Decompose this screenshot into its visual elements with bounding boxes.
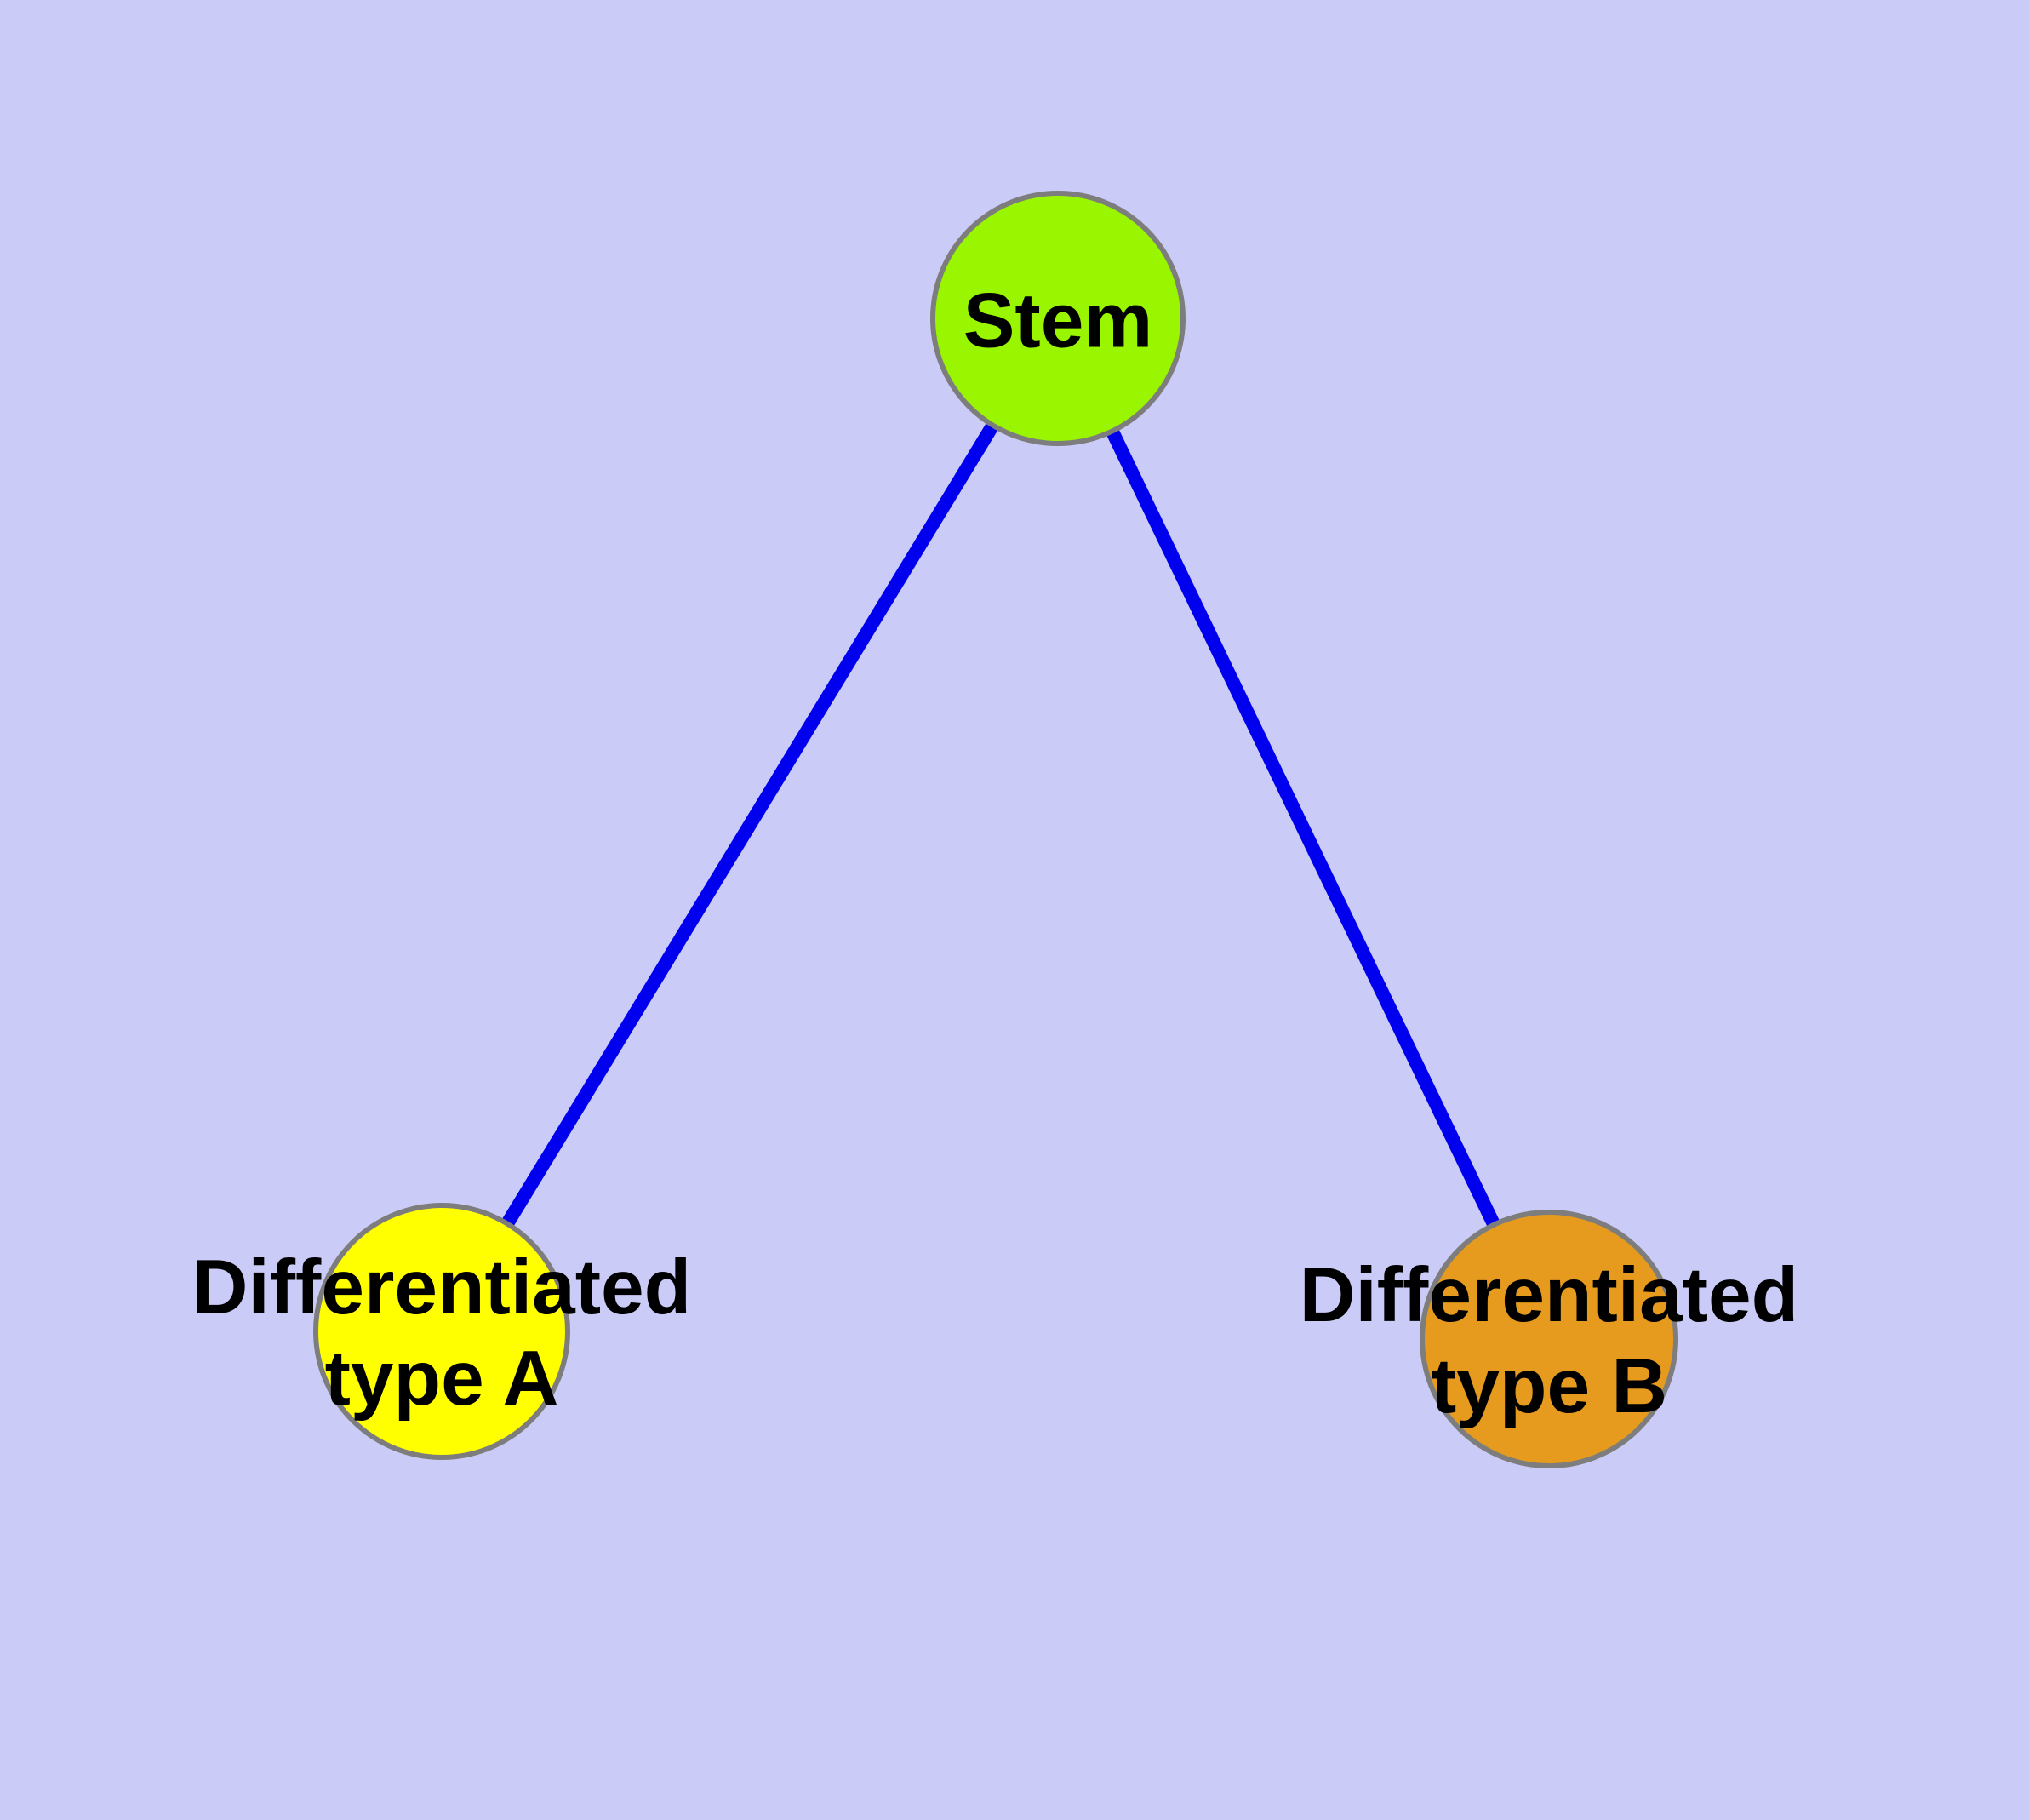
node-type-a-label: Differentiated type A [192,1242,692,1424]
node-stem-label: Stem [963,276,1153,367]
node-type-a-circle [313,1203,570,1460]
node-type-b-label-line1: Differentiated [1299,1252,1799,1338]
node-type-b-label-line2: type B [1430,1343,1668,1429]
node-type-a-label-line2: type A [324,1336,559,1422]
node-type-b-label: Differentiated type B [1300,1250,1799,1432]
node-stem-label-text: Stem [963,278,1153,364]
edge-stem-to-type-a [436,314,1064,1336]
node-stem-circle [930,191,1186,446]
node-type-a-label-line1: Differentiated [191,1245,692,1331]
node-type-b-circle [1420,1210,1678,1468]
edge-stem-to-type-b [1051,315,1556,1342]
